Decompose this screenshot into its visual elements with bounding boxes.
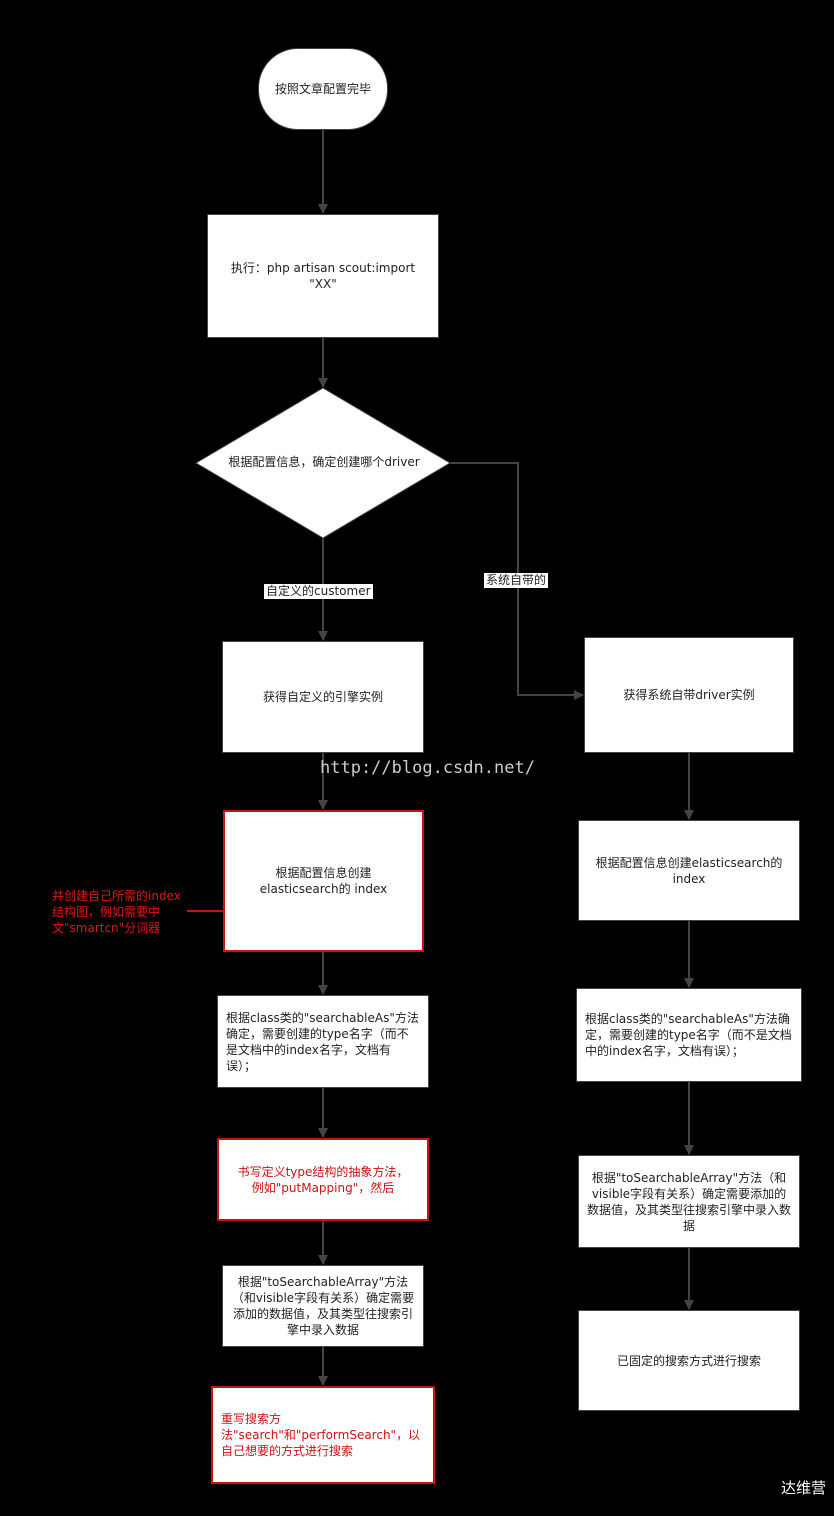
get-driver-node: 获得系统自带driver实例	[584, 637, 794, 753]
decision-diamond	[195, 387, 451, 539]
create-index-right-label: 根据配置信息创建elasticsearch的index	[595, 855, 783, 886]
watermark-url: http://blog.csdn.net/	[320, 758, 535, 778]
index-annotation: 并创建自己所需的index 结构图，例如需要中 文"smartcn"分词器	[52, 889, 181, 935]
searchable-as-right-label: 根据class类的"searchableAs"方法确定，需要创建的type名字（…	[585, 1012, 792, 1058]
searchable-as-left-label: 根据class类的"searchableAs"方法确定，需要创建的type名字（…	[226, 1010, 419, 1073]
create-index-node-left: 根据配置信息创建 elasticsearch的 index	[223, 810, 424, 952]
override-search-label: 重写搜索方法"search"和"performSearch"，以自己想要的方式进…	[221, 1412, 421, 1458]
to-searchable-node-left: 根据"toSearchableArray"方法（和visible字段有关系）确定…	[222, 1265, 424, 1347]
override-search-node: 重写搜索方法"search"和"performSearch"，以自己想要的方式进…	[211, 1386, 435, 1484]
create-index-node-right: 根据配置信息创建elasticsearch的index	[578, 820, 800, 921]
to-searchable-left-label: 根据"toSearchableArray"方法（和visible字段有关系）确定…	[231, 1275, 415, 1337]
get-engine-label: 获得自定义的引擎实例	[262, 690, 383, 704]
create-index-left-label: 根据配置信息创建 elasticsearch的 index	[259, 866, 388, 896]
execute-node: 执行：php artisan scout:import "XX"	[207, 214, 439, 338]
start-node-label: 按照文章配置完毕	[274, 82, 371, 96]
decision-label: 根据配置信息，确定创建哪个driver	[228, 455, 420, 469]
credit-text: 达维营	[780, 1479, 826, 1497]
get-driver-label: 获得系统自带driver实例	[623, 688, 755, 702]
fixed-search-label: 已固定的搜索方式进行搜索	[616, 1353, 761, 1368]
get-engine-node: 获得自定义的引擎实例	[222, 641, 424, 753]
searchable-as-node-right: 根据class类的"searchableAs"方法确定，需要创建的type名字（…	[576, 988, 802, 1082]
edge-label-custom: 自定义的customer	[264, 584, 373, 599]
fixed-search-node: 已固定的搜索方式进行搜索	[578, 1310, 800, 1411]
to-searchable-right-label: 根据"toSearchableArray"方法（和visible字段有关系）确定…	[587, 1170, 792, 1233]
edge-label-builtin: 系统自带的	[484, 573, 549, 588]
start-node: 按照文章配置完毕	[258, 48, 388, 130]
searchable-as-node-left: 根据class类的"searchableAs"方法确定，需要创建的type名字（…	[217, 995, 429, 1088]
execute-node-label: 执行：php artisan scout:import "XX"	[230, 261, 416, 291]
put-mapping-label: 书写定义type结构的抽象方法， 例如"putMapping"，然后	[237, 1164, 409, 1195]
put-mapping-node: 书写定义type结构的抽象方法， 例如"putMapping"，然后	[217, 1138, 429, 1221]
to-searchable-node-right: 根据"toSearchableArray"方法（和visible字段有关系）确定…	[578, 1155, 800, 1248]
